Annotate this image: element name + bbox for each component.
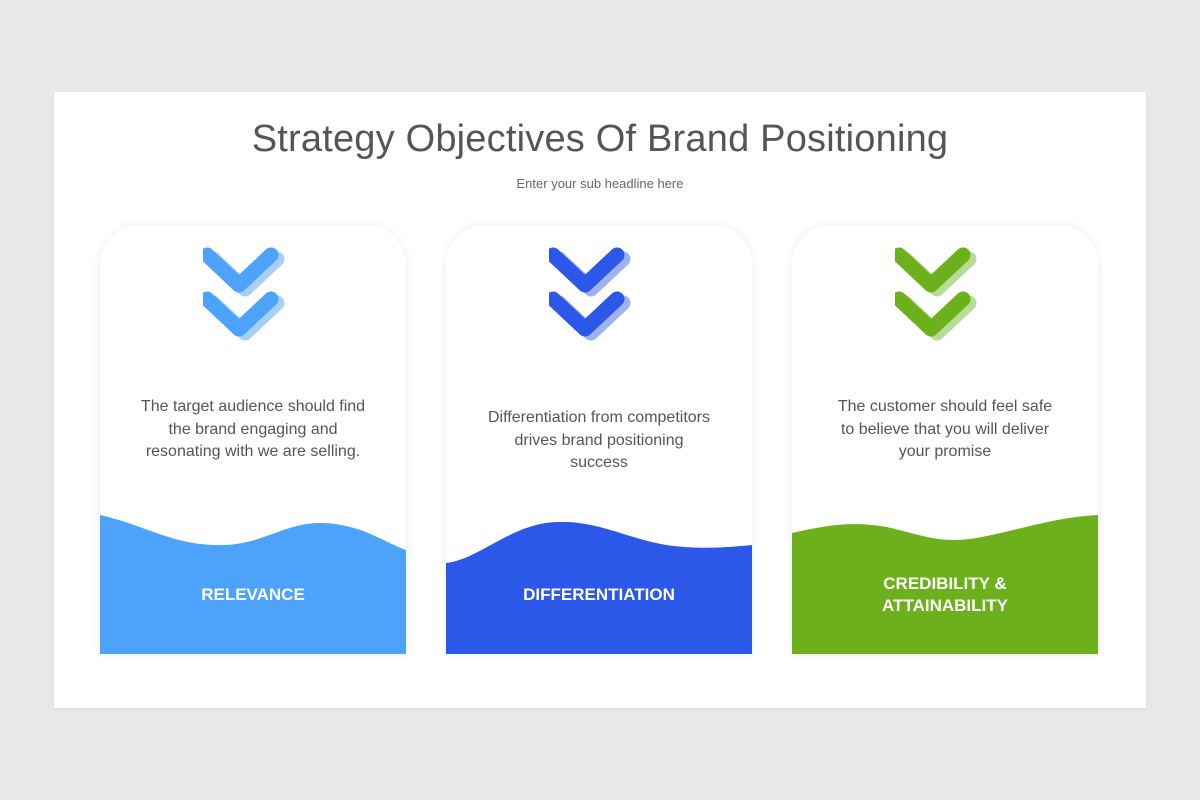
card-description: Differentiation from competitors drives … [487, 409, 710, 471]
card-label: DIFFERENTIATION [523, 585, 675, 604]
card-relevance: The target audience should find the bran… [100, 225, 406, 654]
double-chevron-down-icon [895, 247, 977, 341]
card-label-line: ATTAINABILITY [882, 596, 1008, 615]
card-wave-shape [446, 521, 752, 654]
slide-subtitle: Enter your sub headline here [516, 176, 684, 191]
card-wave-shape [792, 515, 1098, 654]
card-label-line: CREDIBILITY & [883, 574, 1007, 593]
card-credibility: The customer should feel safe to believe… [792, 225, 1098, 654]
double-chevron-down-icon [203, 247, 285, 341]
card-description: The customer should feel safe to believe… [837, 398, 1053, 460]
card-description: The target audience should find the bran… [140, 398, 366, 460]
card-wave-shape [100, 515, 406, 654]
card-label: CREDIBILITY & ATTAINABILITY [792, 573, 1098, 617]
slide: Strategy Objectives Of Brand Positioning… [54, 92, 1146, 708]
card-label: RELEVANCE [201, 585, 305, 604]
card-differentiation: Differentiation from competitors drives … [446, 225, 752, 654]
slide-title: Strategy Objectives Of Brand Positioning [251, 118, 949, 160]
double-chevron-down-icon [549, 247, 631, 341]
